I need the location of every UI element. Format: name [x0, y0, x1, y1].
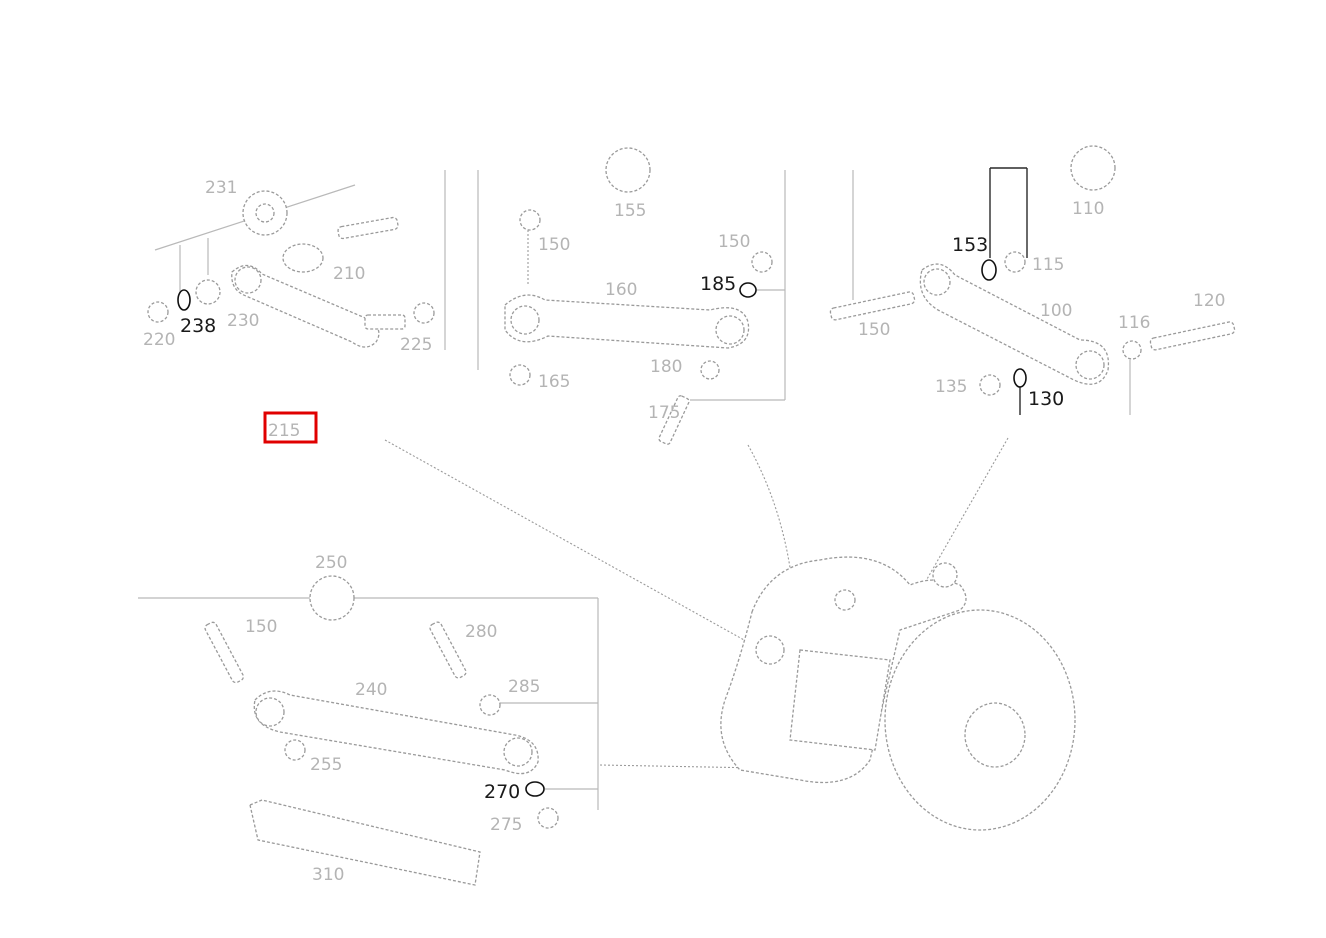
callout-label: 230: [227, 311, 259, 331]
carrier-part[interactable]: [789, 649, 891, 751]
nut-part[interactable]: [605, 147, 651, 193]
trailing-arm-part[interactable]: [231, 264, 380, 348]
bolt-part[interactable]: [829, 291, 916, 321]
callout-label: 238: [180, 315, 216, 337]
bolt-part[interactable]: [364, 314, 406, 330]
nut-part[interactable]: [1004, 251, 1026, 273]
callout-label: 155: [614, 201, 646, 221]
strut-bar-part[interactable]: [249, 799, 481, 886]
callout-label: 110: [1072, 199, 1104, 219]
washer-part[interactable]: [739, 282, 757, 298]
control-arm-part[interactable]: [504, 294, 750, 349]
bolt-part[interactable]: [1149, 321, 1236, 351]
arm-bushing: [1075, 350, 1105, 380]
washer-part[interactable]: [177, 289, 191, 311]
leader-line: [599, 764, 761, 769]
callout-label: 160: [605, 280, 637, 300]
lower-arm-part[interactable]: [253, 690, 539, 775]
selected-callout-215[interactable]: 215: [263, 411, 318, 444]
bolt-head-part[interactable]: [519, 209, 541, 231]
nut-part[interactable]: [979, 374, 1001, 396]
nut-part[interactable]: [509, 364, 531, 386]
nut-part[interactable]: [700, 360, 720, 380]
callout-label: 150: [718, 232, 750, 252]
nut-part[interactable]: [147, 301, 169, 323]
bolt-head-part[interactable]: [932, 562, 958, 588]
arm-bushing: [923, 268, 951, 296]
arm-bushing: [503, 737, 533, 767]
callout-label: 116: [1118, 313, 1150, 333]
leader-line: [914, 437, 1009, 601]
nut-part-hole: [255, 203, 275, 223]
callout-label: 165: [538, 372, 570, 392]
group-2-control-arm: 155 150 150 160 185 165 180 175: [477, 147, 786, 445]
callout-label: 270: [484, 781, 520, 803]
washer-part[interactable]: [525, 781, 545, 797]
washer-part[interactable]: [195, 279, 221, 305]
callout-label: 215: [268, 421, 300, 441]
callout-label: 225: [400, 335, 432, 355]
callout-label: 115: [1032, 255, 1064, 275]
bolt-part[interactable]: [429, 621, 468, 680]
nut-part[interactable]: [309, 575, 355, 621]
callout-label: 285: [508, 677, 540, 697]
axle-hub-assembly: [720, 556, 1076, 831]
callout-label: 280: [465, 622, 497, 642]
callout-label: 120: [1193, 291, 1225, 311]
callout-label: 180: [650, 357, 682, 377]
group-3-upper-arm: 110 153 115 100 120 116 150 135 130: [829, 145, 1236, 415]
leader-line: [747, 444, 796, 616]
group-1-trailing-arm: 231 210 220 238 230 225: [143, 170, 446, 355]
callout-label: 153: [952, 234, 988, 256]
callout-label: 310: [312, 865, 344, 885]
group-4-lower-arm: 250 150 280 240 285 255 270 275 310: [138, 553, 599, 886]
nut-part[interactable]: [479, 694, 501, 716]
callout-label: 210: [333, 264, 365, 284]
callout-label: 100: [1040, 301, 1072, 321]
callout-label: 220: [143, 330, 175, 350]
nut-part[interactable]: [284, 739, 306, 761]
callout-label: 150: [538, 235, 570, 255]
bolt-part[interactable]: [337, 216, 399, 240]
callout-label: 150: [245, 617, 277, 637]
washer-part[interactable]: [1013, 368, 1027, 388]
arm-bushing: [715, 315, 745, 345]
arm-bushing: [510, 305, 540, 335]
callout-label: 150: [858, 320, 890, 340]
arm-bushing: [234, 266, 262, 294]
nut-part[interactable]: [1070, 145, 1116, 191]
leader-line: [384, 439, 781, 661]
callout-label: 231: [205, 178, 237, 198]
callout-label: 250: [315, 553, 347, 573]
callout-label: 255: [310, 755, 342, 775]
hub-part[interactable]: [964, 702, 1026, 768]
upper-arm-part[interactable]: [919, 263, 1110, 385]
callout-label: 240: [355, 680, 387, 700]
bolt-head-part[interactable]: [834, 589, 856, 611]
arm-bushing: [255, 697, 285, 727]
bolt-part[interactable]: [658, 395, 690, 445]
ball-joint-part[interactable]: [755, 635, 785, 665]
washer-part[interactable]: [981, 259, 997, 281]
nut-part[interactable]: [413, 302, 435, 324]
callout-label: 185: [700, 273, 736, 295]
callout-label: 135: [935, 377, 967, 397]
callout-label: 275: [490, 815, 522, 835]
bolt-part[interactable]: [204, 621, 245, 684]
selection-highlight-box: [263, 411, 318, 444]
nut-part[interactable]: [751, 251, 773, 273]
nut-part[interactable]: [1122, 340, 1142, 360]
callout-label: 130: [1028, 388, 1064, 410]
assembly-leader-lines: [384, 437, 1009, 769]
bushing-part[interactable]: [282, 243, 324, 273]
nut-part[interactable]: [537, 807, 559, 829]
callout-label: 175: [648, 403, 680, 423]
